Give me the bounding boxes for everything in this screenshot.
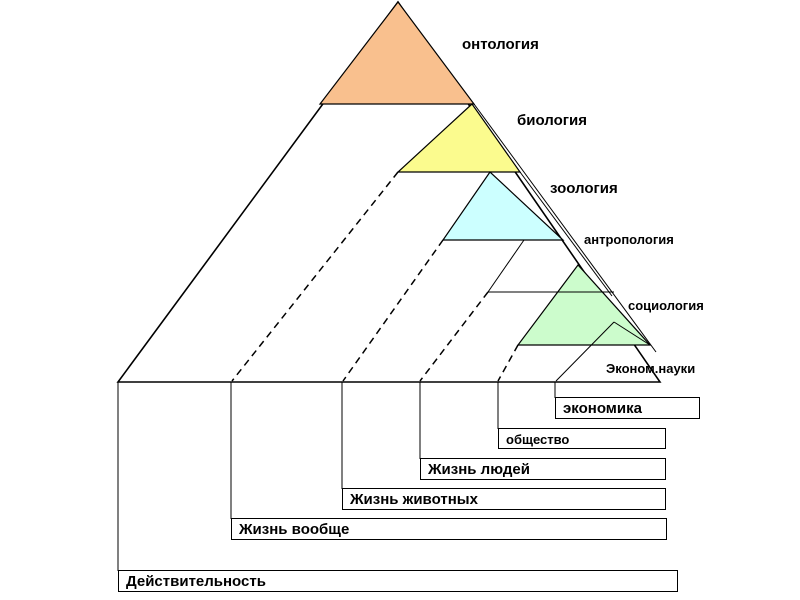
side-line-2 xyxy=(519,171,613,297)
box-animal-life-label: Жизнь животных xyxy=(350,491,478,508)
box-animal-life: Жизнь животных xyxy=(342,488,666,510)
box-reality-label: Действительность xyxy=(126,573,266,590)
box-human-life-label: Жизнь людей xyxy=(428,461,530,478)
ontology-triangle xyxy=(318,1,476,105)
zoology-triangle xyxy=(441,171,565,241)
side-line-1 xyxy=(473,103,657,353)
box-society: общество xyxy=(498,428,666,449)
economy-line-b xyxy=(613,321,651,346)
box-life-general: Жизнь вообще xyxy=(231,518,667,540)
box-life-general-label: Жизнь вообще xyxy=(239,521,350,538)
label-sociology: социология xyxy=(628,298,704,313)
box-society-label: общество xyxy=(506,432,570,447)
label-anthropology: антропология xyxy=(584,232,674,247)
label-zoology: зоология xyxy=(550,180,618,197)
sociology-triangle xyxy=(516,264,652,346)
dashed-human-life xyxy=(419,291,489,382)
label-ontology: онтология xyxy=(462,36,539,53)
box-economy-label: экономика xyxy=(563,400,642,417)
economy-line-a xyxy=(555,321,615,382)
box-reality: Действительность xyxy=(118,570,678,592)
dashed-life-general xyxy=(231,171,399,382)
label-biology: биология xyxy=(517,112,587,129)
box-economy: экономика xyxy=(555,397,700,419)
label-econ-sciences: Эконом.науки xyxy=(606,361,696,376)
dashed-society xyxy=(497,344,519,382)
biology-triangle xyxy=(396,103,522,173)
society-line-a xyxy=(487,239,525,293)
dashed-animal-life xyxy=(342,239,444,382)
box-human-life: Жизнь людей xyxy=(420,458,666,480)
outer-triangle xyxy=(116,0,662,383)
